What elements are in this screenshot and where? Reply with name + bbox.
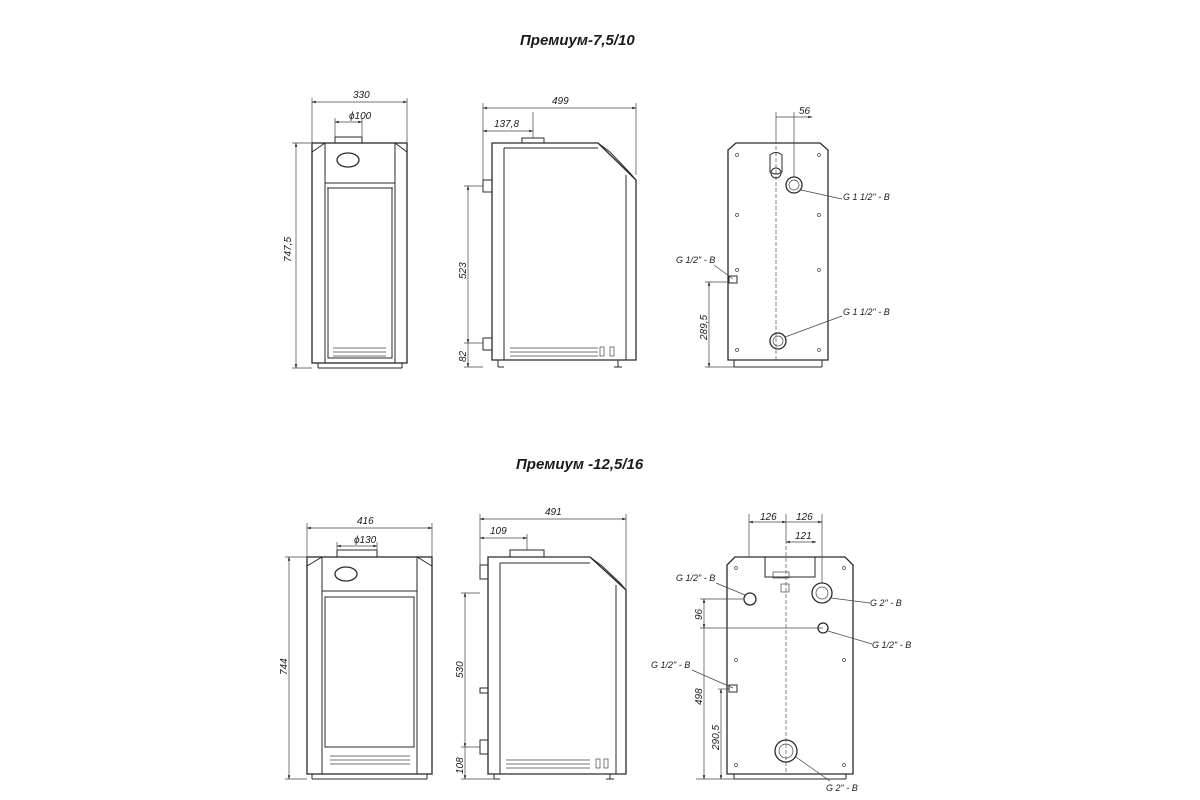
top-front-grille [333,347,386,357]
bottom-back-inlet-label: G 2" - B [826,783,858,793]
bottom-front-view: 416 ϕ130 744 [279,516,433,780]
bottom-front-grille [330,755,410,765]
bottom-back-offset-right: 126 [796,512,813,523]
bottom-back-outlet-label: G 2" - B [870,598,902,608]
bottom-back-drain-port-icon [728,684,738,693]
top-back-inlet-label: G 1 1/2" - B [843,307,890,317]
top-side-grille [510,346,615,357]
top-front-height: 747,5 [283,237,294,262]
bottom-back-inlet-port-icon [774,739,798,763]
bottom-side-depth: 491 [545,507,562,518]
top-back-offset: 56 [799,106,811,117]
top-back-drain-label: G 1/2" - B [676,255,715,265]
top-back-drain-port-icon [728,275,738,284]
bottom-back-drain-label: G 1/2" - B [651,660,690,670]
top-back-outlet-port-icon [785,176,803,194]
top-back-bolts [735,153,821,352]
bottom-front-height: 744 [279,658,290,675]
top-back-inlet-port-icon [769,332,787,350]
top-side-view: 499 137,8 523 82 [458,96,637,368]
bottom-side-grille [506,758,609,769]
bottom-back-mid-label: G 1/2" - B [872,640,911,650]
bottom-back-view: 126 126 121 G 1/2" - B G 2" - B G 1/2" -… [651,512,911,793]
bottom-back-outlet-port-icon [811,582,833,604]
bottom-back-offset-left: 126 [760,512,777,523]
top-front-flue-icon [336,152,360,168]
bottom-back-gauge-label-top: G 1/2" - B [676,573,715,583]
bottom-back-gauge-spacing: 96 [694,608,705,620]
bottom-side-view: 491 109 530 108 [455,507,627,780]
title-bottom-model: Премиум -12,5/16 [516,456,644,473]
bottom-back-gauge-port-icon [743,592,757,606]
top-flue-diameter: ϕ100 [349,111,372,122]
top-back-drain-height: 289,5 [699,315,710,341]
title-top-model: Премиум-7,5/10 [520,32,635,49]
bottom-front-flue-icon [334,566,358,582]
bottom-front-width: 416 [357,516,374,527]
top-side-inlet-height: 82 [458,350,469,362]
top-back-view: 56 G 1 1/2" - B G 1/2" - B G 1 1/2" - B … [676,106,890,368]
bottom-side-inlet-height: 108 [455,757,466,774]
bottom-back-drain-span: 498 [694,688,705,705]
bottom-flue-diameter: ϕ130 [354,535,377,546]
bottom-side-outlet-height: 530 [455,661,466,678]
top-back-outlet-label: G 1 1/2" - B [843,192,890,202]
bottom-side-flue-offset: 109 [490,526,507,537]
bottom-back-bolts [734,566,846,767]
bottom-back-drain-height: 290,5 [711,725,722,751]
top-side-flue-offset: 137,8 [494,119,519,130]
top-side-outlet-height: 523 [458,262,469,279]
top-side-depth: 499 [552,96,569,107]
top-front-width: 330 [353,90,370,101]
bottom-back-offset-inner: 121 [795,531,812,542]
top-front-view: 330 ϕ100 747,5 [283,90,408,369]
